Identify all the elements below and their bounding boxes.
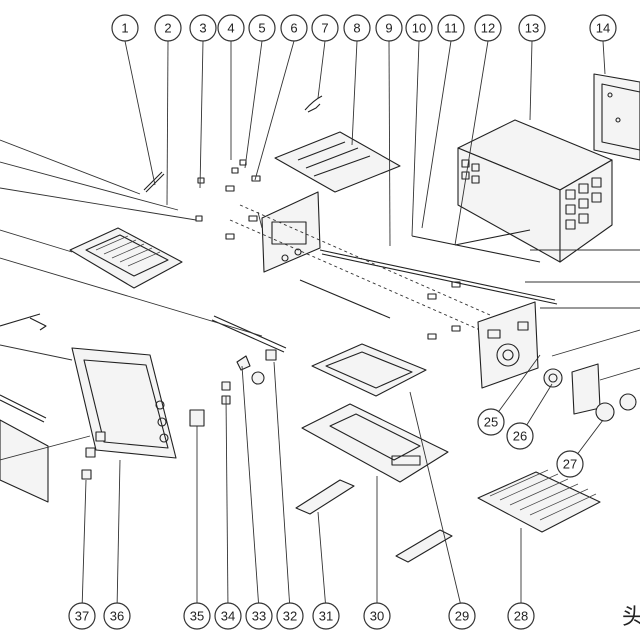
svg-text:35: 35 — [190, 609, 204, 624]
callout-33: 33 — [245, 602, 273, 630]
door-handle-lower — [395, 529, 453, 563]
callout-5: 5 — [248, 14, 276, 42]
svg-text:14: 14 — [596, 21, 610, 36]
svg-text:3: 3 — [199, 21, 206, 36]
svg-text:26: 26 — [513, 429, 527, 444]
callout-4: 4 — [217, 14, 245, 42]
callout-36: 36 — [103, 602, 131, 630]
lower-heating-rod — [211, 315, 287, 353]
crumb-tray — [301, 403, 449, 483]
svg-text:6: 6 — [290, 21, 297, 36]
svg-text:25: 25 — [484, 415, 498, 430]
callout-3: 3 — [189, 14, 217, 42]
svg-text:32: 32 — [283, 609, 297, 624]
knob-springs-and-switches — [221, 349, 277, 405]
heater-tubes — [229, 204, 558, 331]
right-control-panel — [477, 301, 539, 389]
top-heat-shield — [274, 131, 401, 193]
svg-text:2: 2 — [164, 21, 171, 36]
callout-7: 7 — [311, 14, 339, 42]
inner-front-frame — [261, 191, 321, 273]
svg-text:37: 37 — [75, 609, 89, 624]
callout-26: 26 — [506, 422, 534, 450]
svg-text:29: 29 — [455, 609, 469, 624]
leader-lines — [0, 40, 640, 611]
callout-32: 32 — [276, 602, 304, 630]
callout-2: 2 — [154, 14, 182, 42]
door-glass — [0, 419, 49, 503]
wire-harness — [304, 95, 323, 113]
door-hinge-bar — [0, 394, 47, 423]
wire-rack — [477, 469, 601, 533]
callout-9: 9 — [375, 14, 403, 42]
glass-tray — [311, 343, 427, 397]
svg-text:13: 13 — [525, 21, 539, 36]
svg-text:28: 28 — [514, 609, 528, 624]
callout-30: 30 — [363, 602, 391, 630]
callout-14: 14 — [589, 14, 617, 42]
svg-text:4: 4 — [227, 21, 234, 36]
callout-11: 11 — [437, 14, 465, 42]
door-small-parts — [81, 431, 106, 480]
svg-text:30: 30 — [370, 609, 384, 624]
callout-25: 25 — [477, 408, 505, 436]
callout-31: 31 — [312, 602, 340, 630]
callout-28: 28 — [507, 602, 535, 630]
timer-knob-assembly — [543, 363, 637, 422]
callout-10: 10 — [405, 14, 433, 42]
svg-text:7: 7 — [321, 21, 328, 36]
callout-34: 34 — [214, 602, 242, 630]
svg-text:27: 27 — [563, 457, 577, 472]
svg-text:5: 5 — [258, 21, 265, 36]
callout-27: 27 — [556, 450, 584, 478]
callout-29: 29 — [448, 602, 476, 630]
control-knob — [189, 409, 205, 427]
svg-text:8: 8 — [353, 21, 360, 36]
callout-6: 6 — [280, 14, 308, 42]
outer-housing-cover — [457, 119, 613, 263]
svg-text:11: 11 — [444, 21, 458, 36]
svg-text:34: 34 — [221, 609, 235, 624]
crumb-tray-handle — [0, 313, 47, 331]
parts-layer — [0, 73, 640, 563]
callout-37: 37 — [68, 602, 96, 630]
svg-text:36: 36 — [110, 609, 124, 624]
svg-text:33: 33 — [252, 609, 266, 624]
svg-text:9: 9 — [385, 21, 392, 36]
svg-text:12: 12 — [481, 21, 495, 36]
watermark-glyph: 头 — [622, 605, 640, 630]
svg-text:31: 31 — [319, 609, 333, 624]
baking-tray — [69, 227, 183, 289]
door-handle-upper — [295, 479, 355, 515]
front-door-frame — [71, 347, 177, 459]
callout-12: 12 — [474, 14, 502, 42]
svg-text:1: 1 — [121, 21, 128, 36]
back-panel — [593, 73, 640, 161]
callout-8: 8 — [343, 14, 371, 42]
callout-35: 35 — [183, 602, 211, 630]
svg-text:10: 10 — [412, 21, 426, 36]
callout-1: 1 — [111, 14, 139, 42]
callout-13: 13 — [518, 14, 546, 42]
